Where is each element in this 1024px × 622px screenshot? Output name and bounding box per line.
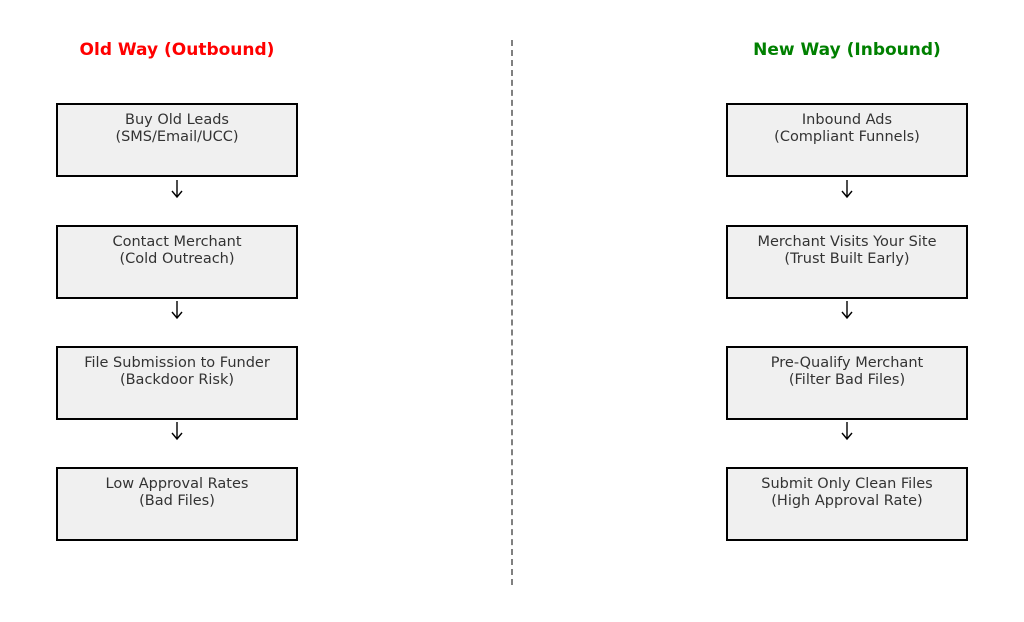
step-label: File Submission to Funder — [84, 355, 270, 371]
step-sublabel: (Trust Built Early) — [784, 251, 910, 267]
step-label: Low Approval Rates — [105, 476, 249, 492]
new-step-inbound-ads: Inbound Ads (Compliant Funnels) — [726, 103, 968, 177]
step-label: Pre-Qualify Merchant — [770, 355, 924, 371]
step-label: Submit Only Clean Files — [761, 476, 933, 492]
new-step-submit-clean: Submit Only Clean Files (High Approval R… — [726, 467, 968, 541]
new-step-merchant-visits: Merchant Visits Your Site (Trust Built E… — [726, 225, 968, 299]
step-label: Inbound Ads — [801, 112, 893, 128]
down-arrow-icon — [841, 301, 853, 320]
column-divider — [511, 40, 513, 585]
step-sublabel: (Cold Outreach) — [119, 251, 235, 267]
new-step-pre-qualify: Pre-Qualify Merchant (Filter Bad Files) — [726, 346, 968, 420]
step-sublabel: (Backdoor Risk) — [119, 372, 235, 388]
down-arrow-icon — [171, 180, 183, 199]
step-label: Merchant Visits Your Site — [757, 234, 937, 250]
step-sublabel: (High Approval Rate) — [771, 493, 923, 509]
step-sublabel: (Bad Files) — [139, 493, 215, 509]
old-step-buy-leads: Buy Old Leads (SMS/Email/UCC) — [56, 103, 298, 177]
new-way-title: New Way (Inbound) — [753, 40, 941, 60]
step-label: Buy Old Leads — [125, 112, 229, 128]
step-sublabel: (Filter Bad Files) — [788, 372, 906, 388]
old-way-title: Old Way (Outbound) — [79, 40, 275, 60]
old-step-low-approval: Low Approval Rates (Bad Files) — [56, 467, 298, 541]
old-step-file-submission: File Submission to Funder (Backdoor Risk… — [56, 346, 298, 420]
down-arrow-icon — [171, 301, 183, 320]
step-label: Contact Merchant — [112, 234, 242, 250]
step-sublabel: (SMS/Email/UCC) — [115, 129, 239, 145]
down-arrow-icon — [841, 180, 853, 199]
down-arrow-icon — [841, 422, 853, 441]
old-step-contact-merchant: Contact Merchant (Cold Outreach) — [56, 225, 298, 299]
step-sublabel: (Compliant Funnels) — [774, 129, 920, 145]
down-arrow-icon — [171, 422, 183, 441]
